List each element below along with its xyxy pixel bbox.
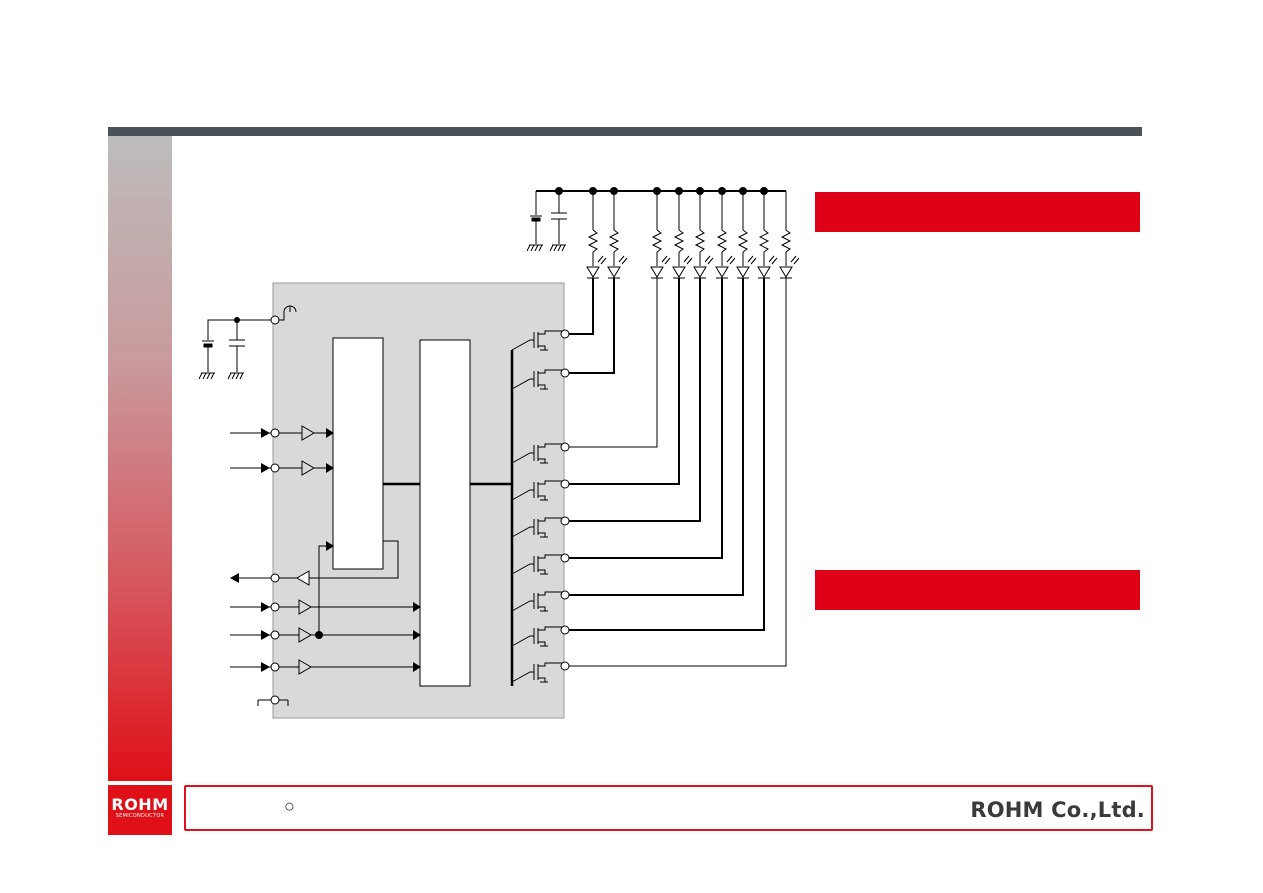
logo-text: ROHM	[111, 795, 169, 814]
logo-subtext: SEMICONDUCTOR	[115, 813, 165, 819]
footer-bar: ○ ROHM Co.,Ltd.	[184, 785, 1153, 831]
logic-block-middle	[419, 339, 471, 687]
header-bar	[108, 127, 1142, 136]
internal-bus	[383, 350, 514, 686]
input-pins	[270, 428, 280, 705]
output-pins	[560, 329, 570, 671]
logic-block-left	[332, 337, 384, 570]
chip-body	[272, 282, 565, 719]
signal-arrowheads	[230, 428, 421, 672]
company-name: ROHM Co.,Ltd.	[970, 798, 1145, 822]
panel-heading-bar-bottom	[815, 570, 1140, 610]
output-transistors	[511, 330, 565, 683]
copyright-mark: ○	[284, 796, 295, 816]
supply-battery-cap-top	[526, 191, 567, 252]
rohm-logo: ROHM SEMICONDUCTOR	[108, 785, 172, 835]
sidebar-gradient	[108, 136, 172, 781]
vdd-supply-left	[198, 305, 297, 380]
panel-heading-bar-top	[815, 192, 1140, 232]
led-channels	[565, 191, 800, 667]
